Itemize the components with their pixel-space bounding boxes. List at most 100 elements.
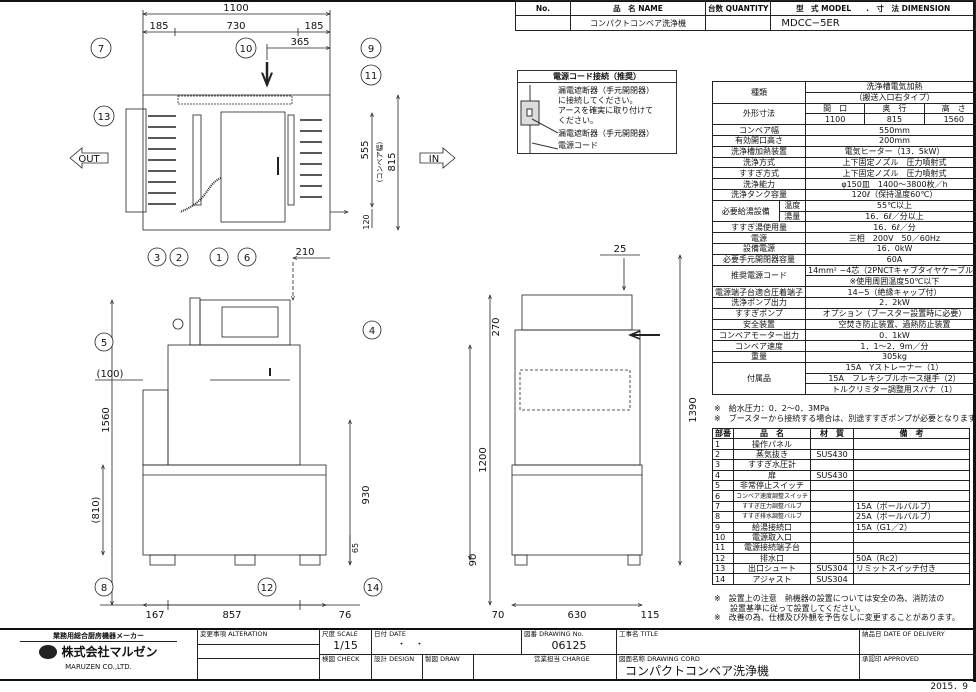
dim-1560: 1560 [101, 407, 112, 432]
header-table: No. 品 名 NAME 台数 QUANTITY 型 式 MODEL . 寸 法… [515, 0, 976, 31]
dim-365: 365 [290, 37, 309, 48]
spec-value: 2．2kW [805, 296, 976, 309]
cord-text-line: アースを確実に取り付けて [558, 106, 654, 115]
spec-notes: ※ 給水圧力：0．2〜0．3MPa ※ ブースターから接続する場合は、別途すすぎ… [714, 404, 976, 423]
dim-65: 65 [351, 543, 360, 553]
top-view [69, 10, 456, 230]
power-cord-title: 電源コード接続（推奨） [518, 71, 676, 83]
part-material [810, 542, 855, 554]
spec-row: 外形寸法間 口奥 行高 さ [712, 102, 976, 126]
dim-value: 1560 [923, 113, 976, 126]
front-view [95, 258, 360, 610]
part-remarks: 25A（ボールバルブ） [853, 511, 970, 523]
part-name: 非常停止スイッチ [732, 479, 812, 492]
spec-value: 60A [805, 253, 976, 266]
part-remarks [853, 469, 970, 481]
scale-label: 尺度 SCALE [322, 630, 358, 638]
part-name: 蒸気抜き [732, 448, 812, 461]
spec-value: 550mm [805, 124, 976, 136]
part-no: 7 [712, 500, 734, 513]
part-material [810, 459, 855, 471]
scale-value: 1/15 [333, 639, 358, 652]
spec-label: 洗浄能力 [712, 178, 806, 190]
cord-text-line: ください。 [558, 116, 598, 125]
part-remarks [853, 438, 970, 450]
part-material [810, 490, 855, 502]
company-name: 株式会社マルゼン [61, 645, 158, 659]
spec-label: すすぎ方式 [712, 167, 806, 180]
date-label: 日付 DATE [374, 630, 406, 638]
part-no: 1 [712, 438, 734, 450]
part-name: コンベア速度調整スイッチ [732, 490, 812, 502]
part-remarks: リミットスイッチ付き [853, 563, 970, 575]
dim-857: 857 [222, 610, 241, 621]
part-material: SUS430 [810, 448, 855, 461]
part-remarks: 15A（G1／2） [853, 521, 970, 533]
spec-label: 洗浄タンク容量 [712, 188, 806, 201]
balloon-4: 4 [369, 326, 375, 337]
part-remarks [853, 448, 970, 461]
dim-120: 120 [362, 214, 371, 229]
dim-header: 奥 行 [864, 102, 925, 115]
delivery-label: 納品日 DATE OF DELIVERY [862, 630, 945, 638]
balloon-9: 9 [368, 44, 374, 55]
parts-header: 品 名 [732, 427, 812, 440]
spec-value: オプション（ブースター設置時に必要） [805, 307, 976, 320]
parts-note: ※ 設置上の注意 熱機器の設置については安全の為、消防法の [714, 594, 945, 603]
quantity-cell [704, 15, 772, 31]
spec-value: 15A Yストレーナー（1） [805, 361, 976, 374]
part-no: 3 [712, 459, 734, 471]
dim-115: 115 [640, 610, 659, 621]
spec-label: 必要給湯設備 [712, 199, 780, 223]
part-material [810, 500, 855, 513]
spec-note: ※ ブースターから接続する場合は、別途すすぎポンプが必要となります。 [714, 413, 976, 423]
spec-label: 安全装置 [712, 318, 806, 331]
cord-label: 電源コード [558, 141, 598, 150]
revision-date: 2015．9 [930, 682, 968, 692]
spec-value: 0．1kW [805, 329, 976, 342]
conveyor-width-label: (コンベア幅) [375, 142, 384, 183]
part-material [810, 521, 855, 533]
part-remarks [853, 573, 970, 585]
spec-label: コンベア幅 [712, 124, 806, 136]
alteration-label: 変更事項 ALTERATION [200, 630, 268, 638]
dim-630: 630 [567, 610, 586, 621]
balloon-3: 3 [154, 253, 160, 264]
dim-1390: 1390 [688, 397, 699, 422]
part-material: SUS430 [810, 469, 855, 481]
spec-value: 1．1〜2．9m／分 [805, 340, 976, 352]
spec-label: 推奨電源コード [712, 264, 806, 288]
dim-header: 間 口 [804, 102, 866, 115]
model-header: 型 式 MODEL . 寸 法 DIMENSION [770, 0, 976, 16]
spec-value: 16．0kW [805, 242, 976, 255]
drawing-name: コンパクトコンベア洗浄機 [625, 664, 770, 678]
balloon-10: 10 [240, 44, 253, 55]
dim-1200: 1200 [478, 447, 489, 472]
part-no: 2 [712, 448, 734, 461]
part-material [810, 552, 855, 565]
maruzen-logo-icon [39, 645, 58, 659]
company-name-en: MARUZEN CO.,LTD. [65, 663, 132, 671]
power-cord-note: 電源コード接続（推奨） 漏電遮断器（手元開閉器） に接続してください。 アースを… [517, 70, 677, 154]
dim-76: 76 [339, 610, 352, 621]
spec-label: コンベア速度 [712, 340, 806, 352]
maker-tagline: 業務用総合厨房機器メーカー [20, 632, 177, 642]
parts-note: ※ 改善の為、仕様及び外観を予告なしに変更することがあります。 [714, 613, 960, 622]
parts-header: 備 考 [853, 427, 970, 440]
spec-value: 200mm [805, 134, 976, 147]
